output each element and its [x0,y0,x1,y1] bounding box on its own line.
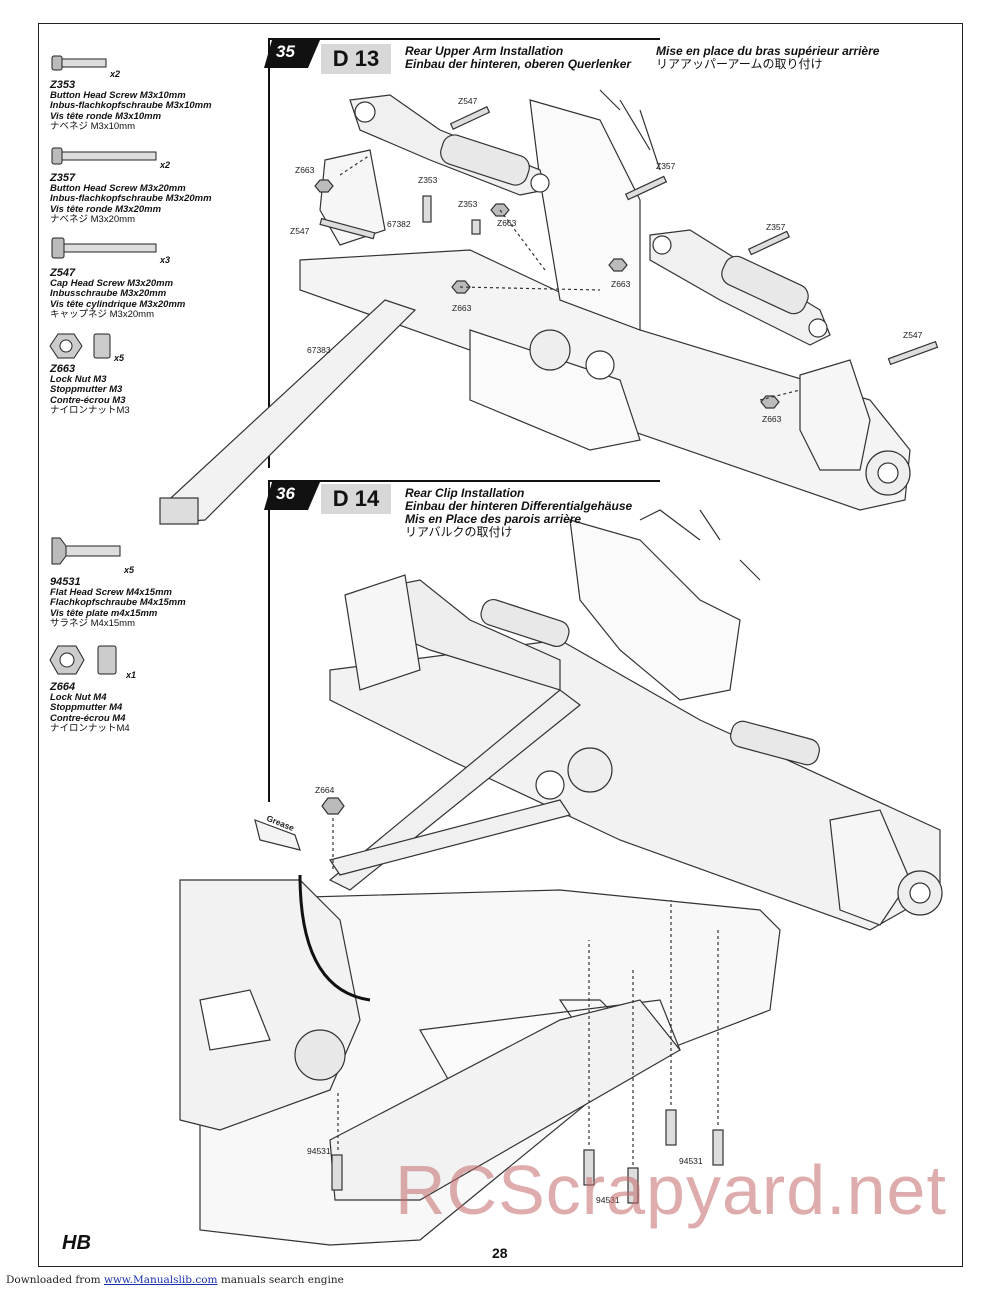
step35-number: 35 [276,42,295,61]
rear-clip-diagram [179,509,943,1246]
part-qty: x5 [124,565,135,575]
step36-title: Rear Clip Installation Einbau der hinter… [405,487,632,539]
step36-number: 36 [276,484,295,503]
part-qty: x3 [160,255,171,265]
watermark: RCScrapyard.net [395,1151,947,1229]
part-code: Z357 [50,172,76,184]
callout: 94531 [307,1146,331,1156]
step35-title-left: Rear Upper Arm Installation Einbau der h… [405,45,631,71]
part-qty: x1 [126,670,137,680]
part-name-jp: ナベネジ M3x10mm [50,121,135,132]
callout: Z357 [766,222,786,232]
part-name-fr: Vis tête plate m4x15mm [50,607,158,619]
callout: 67383 [307,345,331,355]
part-name-jp: ナイロンナットM3 [50,405,130,416]
part-qty: x5 [114,353,125,363]
part-name-jp: ナベネジ M3x20mm [50,214,135,225]
part-code: Z663 [50,363,76,375]
screw-icon [51,147,157,165]
page-frame [38,23,963,1267]
part-name-fr: Vis tête ronde M3x20mm [50,203,162,215]
part-name-de: Stoppmutter M4 [50,702,123,713]
step35-title-fr: Mise en place du bras supérieur arrière [656,44,880,58]
step35-title-de: Einbau der hinteren, oberen Querlenker [405,57,632,71]
step36-title-de: Einbau der hinteren Differentialgehäuse [405,499,633,513]
step35-divider [268,38,270,468]
callout: Z547 [290,226,310,236]
part-name-en: Cap Head Screw M3x20mm [50,277,174,289]
callout: Z663 [762,414,782,424]
screw-icon [51,537,121,565]
part-name-fr: Contre-écrou M3 [50,394,126,406]
part-name-de: Inbus-flachkopfschraube M3x20mm [50,193,212,204]
step35-rule [268,38,660,40]
part-name-en: Flat Head Screw M4x15mm [50,586,172,598]
callout: 94531 [679,1156,703,1166]
part-name-de: Stoppmutter M3 [50,384,123,395]
part-code: Z547 [50,267,76,279]
step36-divider [268,482,270,802]
callout: Z663 [497,218,517,228]
nut-icon [49,645,117,675]
step36-badge [264,482,320,510]
part-name-jp: ナイロンナットM4 [50,723,130,734]
callout: 67382 [387,219,411,229]
callout: Z353 [418,175,438,185]
footer: Downloaded from www.Manualslib.com manua… [6,1274,344,1286]
page-number: 28 [492,1245,508,1261]
callout: Z547 [458,96,478,106]
screw-icon [51,55,107,71]
callout: Z663 [452,303,472,313]
step35-title-right: Mise en place du bras supérieur arrière … [656,45,879,71]
part-z357: Z357 Button Head Screw M3x20mm Inbus-fla… [50,173,212,226]
callout: Z663 [611,279,631,289]
part-z664: Z664 Lock Nut M4 Stoppmutter M4 Contre-é… [50,682,130,735]
step35-title-jp: リアアッパーアームの取り付け [656,57,823,71]
part-94531: 94531 Flat Head Screw M4x15mm Flachkopfs… [50,577,186,630]
step36-title-en: Rear Clip Installation [405,486,525,500]
callout: Z664 [315,785,335,795]
part-name-fr: Vis tête ronde M3x10mm [50,110,162,122]
part-name-de: Inbus-flachkopfschraube M3x10mm [50,100,212,111]
rear-upper-arm-diagram [159,89,939,525]
part-code: 94531 [50,576,81,588]
part-name-en: Lock Nut M3 [50,373,107,385]
step36-code: D 14 [321,484,391,514]
footer-suffix: manuals search engine [220,1274,344,1286]
footer-link[interactable]: www.Manualslib.com [103,1274,218,1286]
part-z547: Z547 Cap Head Screw M3x20mm Inbusschraub… [50,268,185,321]
part-name-en: Button Head Screw M3x20mm [50,182,186,194]
brand-logo: HB [62,1232,91,1254]
part-name-en: Lock Nut M4 [50,691,107,703]
part-z353: Z353 Button Head Screw M3x10mm Inbus-fla… [50,80,212,133]
part-code: Z353 [50,79,76,91]
part-name-fr: Vis tête cylindrique M3x20mm [50,298,186,310]
step35-title-en: Rear Upper Arm Installation [405,44,564,58]
step36-title-jp: リアバルクの取付け [405,525,513,539]
part-name-jp: サラネジ M4x15mm [50,618,135,629]
step35-code: D 13 [321,44,391,74]
nut-icon [49,333,111,359]
callout: Z357 [656,161,676,171]
part-qty: x2 [160,160,171,170]
footer-prefix: Downloaded from [6,1274,101,1286]
part-name-de: Inbusschraube M3x20mm [50,288,167,299]
part-qty: x2 [110,69,121,79]
part-z663: Z663 Lock Nut M3 Stoppmutter M3 Contre-é… [50,364,130,417]
step36-rule [268,480,660,482]
part-name-fr: Contre-écrou M4 [50,712,126,724]
part-name-jp: キャップネジ M3x20mm [50,309,154,320]
callout: Z547 [903,330,923,340]
part-code: Z664 [50,681,76,693]
callout: 94531 [596,1195,620,1205]
callout: Z353 [458,199,478,209]
part-name-de: Flachkopfschraube M4x15mm [50,597,186,608]
part-name-en: Button Head Screw M3x10mm [50,89,186,101]
step36-title-fr: Mis en Place des parois arrière [405,512,582,526]
screw-icon [51,237,157,259]
callout: Z663 [295,165,315,175]
step35-badge [264,40,320,68]
